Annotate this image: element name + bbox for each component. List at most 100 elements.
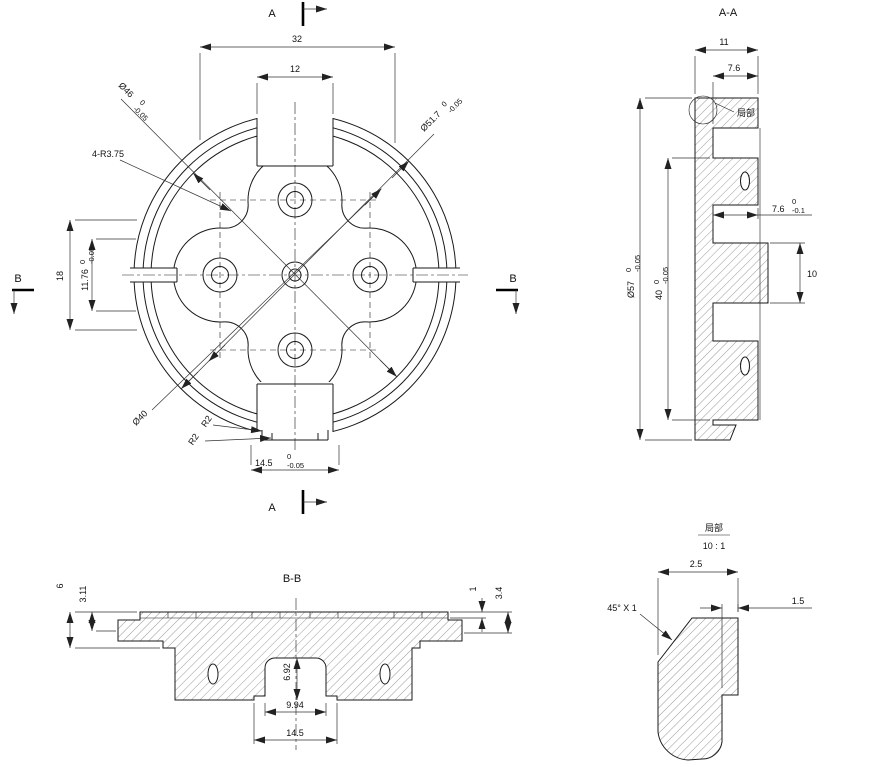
aa-section-body [694,97,769,441]
detail-body [657,617,739,761]
detail-callout-circle [688,95,718,125]
detail-callout-label: 局部 [737,107,755,118]
dim-11-aa: 11 [694,37,759,94]
dia-46-dim: Ø46 0 -0.05 [117,80,398,378]
section-a-bottom-letter: A [268,502,276,514]
right-notch [412,267,460,283]
dim-3-11-bb-label: 3.11 [78,586,88,603]
dim-32-label: 32 [292,34,302,44]
dia-51-7-label: Ø51.7 [418,109,442,133]
section-b-left-letter: B [14,273,21,285]
bb-section-body [117,611,463,701]
dia-40-dim: Ø40 [130,188,382,427]
radius-note-dim: 4-R3.75 [92,149,232,212]
dim-dia-57-tol-upper: 0 [624,268,633,272]
dim-14-5-front-ext [250,445,340,465]
section-bb-view: B-B 6 3.11 1 3.4 6.92 [55,573,512,750]
dim-11-76-tol-upper: 0 [78,260,87,264]
centerlines [122,102,468,450]
detail-scale: 10 : 1 [703,541,726,551]
r2-leader-b [204,435,272,442]
left-notch-edges [130,267,178,283]
section-marker-b-left: B [10,273,34,314]
dim-9-94-bb: 9.94 [264,700,327,716]
dim-12-label: 12 [290,64,300,74]
dia-46-tol-upper: 0 [138,98,147,107]
dia-51-7-arrow-b [180,371,199,390]
dim-14-5-front: 14.5 0 -0.05 [250,445,340,474]
dim-7-6-depth-tol-lower: -0.1 [792,206,805,215]
dim-18-label: 18 [55,271,65,281]
dim-6-bb-label: 6 [55,583,65,588]
dim-12-ext [256,83,334,114]
aa-lower-hole [740,356,750,376]
dim-18: 18 [55,219,137,331]
dim-12: 12 [256,64,334,114]
dim-40-aa-tol-lower: -0.05 [661,267,670,284]
bb-spline-teeth [140,612,448,619]
dim-7-6-aa-label: 7.6 [728,63,741,73]
detail-title-block: 局部 10 : 1 [698,522,730,551]
dim-3-4-bb-ext [464,611,512,634]
dim-11-76: 11.76 0 -0.05 [78,238,136,312]
detail-callout: 局部 [688,95,755,125]
dim-7-6-depth-tol-upper: 0 [792,197,796,206]
dia-51-7-tol-upper: 0 [440,99,449,108]
dia-40-arrow-b [364,188,382,206]
dim-40-aa-label: 40 [654,290,664,300]
dim-6-92-bb: 6.92 [282,658,301,700]
dim-dia-57: Ø57 0 -0.05 [624,97,692,441]
dim-11-aa-label: 11 [719,37,728,47]
r2-label-b: R2 [186,432,201,447]
dim-40-aa-tol-upper: 0 [652,280,661,284]
aa-upper-hole [740,171,750,191]
dim-6-bb: 6 [55,583,160,649]
section-b-right-letter: B [509,273,516,285]
dim-1-5-label: 1.5 [792,596,805,606]
dim-10-aa-label: 10 [807,269,817,279]
dim-2-5-label: 2.5 [690,559,703,569]
dim-11-aa-ext [694,56,759,94]
dim-9-94-bb-label: 9.94 [286,700,304,710]
dim-10-aa: 10 [770,242,817,304]
section-a-top-letter: A [268,8,276,20]
front-view: Ø46 0 -0.05 Ø51.7 0 -0.05 Ø40 4- [10,2,520,514]
section-aa-view: A-A 局部 11 7.6 Ø57 0 -0.05 [624,7,817,441]
section-marker-a-bottom: A [268,490,327,514]
detail-callout-leader [714,102,735,113]
dia-46-tol-lower: -0.05 [131,104,149,122]
dim-3-4-bb-label: 3.4 [494,587,504,600]
chamfer-leader [639,613,673,641]
dim-32: 32 [199,34,396,143]
r2-label-a: R2 [199,414,214,429]
dim-11-76-label: 11.76 [80,269,90,291]
radius-note-label: 4-R3.75 [92,149,124,159]
dim-14-5-front-label: 14.5 [255,458,273,468]
dim-7-6-aa: 7.6 [712,63,758,124]
dim-dia-57-ext [645,97,692,441]
dia-51-7-tol-lower: -0.05 [446,97,464,115]
dim-32-ext [199,53,396,143]
bolt-pattern-lines [210,192,380,358]
dim-1-bb-ext [450,611,486,619]
dim-18-ext [75,219,137,331]
r2-leader-a [212,424,263,434]
dim-dia-57-label: Ø57 [626,281,636,298]
dim-11-76-tol-lower: -0.05 [87,247,96,264]
chamfer-note: 45° X 1 [607,603,673,641]
dim-1-5-detail: 1.5 [700,596,812,688]
dim-3-4-bb: 3.4 [464,587,512,634]
dia-51-7-arrow-a [391,160,410,179]
bb-left-hole [207,663,219,685]
section-bb-title: B-B [283,573,301,585]
dim-7-6-depth-ext [712,208,759,219]
dim-7-6-depth-label: 7.6 [772,204,785,214]
dim-14-5-front-tol-upper: 0 [287,452,291,461]
bb-right-hole [379,663,391,685]
main-centerlines [122,102,468,450]
dim-14-5-bb: 14.5 [253,703,338,744]
section-aa-title: A-A [719,7,738,19]
dia-46-leader [120,98,398,378]
